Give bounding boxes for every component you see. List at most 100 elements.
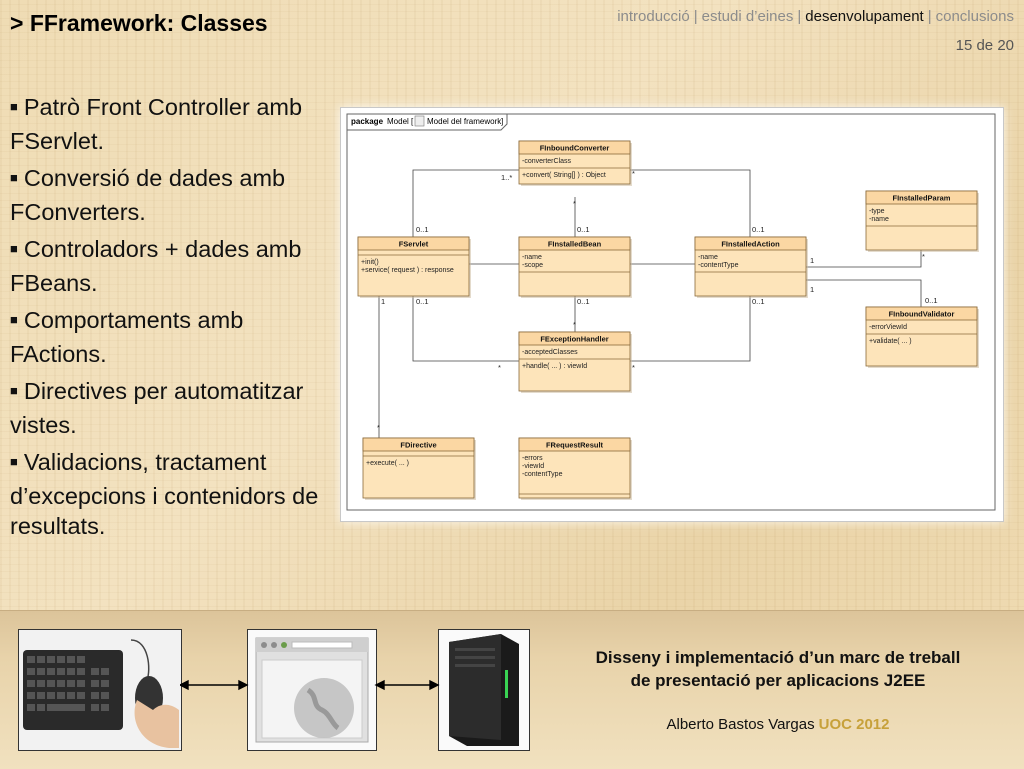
nav-item-introduccio[interactable]: introducció (617, 8, 690, 25)
diagram-icon (414, 115, 425, 127)
class-name: FServlet (399, 240, 429, 249)
author-name: Alberto Bastos Vargas (666, 716, 815, 733)
bullet-marker-icon: ■ (10, 170, 18, 185)
bullet-text: Controladors + dades amb FBeans. (10, 236, 302, 296)
browser-window-image (247, 629, 377, 751)
bullet-marker-icon: ■ (10, 241, 18, 256)
mult-label: * (632, 169, 635, 178)
class-attribute: -errors (522, 455, 543, 462)
uml-class-request-result: FRequestResult-errors-viewId-contentType (518, 437, 632, 500)
bullet-text: Conversió de dades amb FConverters. (10, 165, 286, 225)
mult-label: * (632, 363, 635, 372)
class-header (357, 236, 470, 251)
assoc-converter-action (630, 169, 751, 237)
class-header (362, 437, 475, 452)
mult-label: 1 (810, 285, 814, 294)
class-name: FInstalledAction (721, 240, 780, 249)
class-attribute: -viewId (522, 463, 544, 470)
mult-label: * (377, 423, 380, 432)
nav-separator: | (797, 8, 802, 25)
class-header (518, 236, 631, 251)
connection-arrows (180, 679, 440, 691)
bullet-marker-icon: ■ (10, 99, 18, 114)
package-bracket: [ (411, 117, 414, 126)
class-name: FExceptionHandler (540, 335, 608, 344)
bullet-list: ■Patrò Front Controller amb FServlet. ■C… (10, 92, 330, 548)
bullet-marker-icon: ■ (10, 312, 18, 327)
assoc-converter-servlet (412, 169, 519, 237)
arrow-left-icon (180, 679, 189, 691)
browser-icon (248, 630, 376, 750)
bullet-item: ■Validacions, tractament d’excepcions i … (10, 447, 330, 541)
bullet-text: Comportaments amb FActions. (10, 307, 244, 367)
bullet-marker-icon: ■ (10, 383, 18, 398)
bullet-text: Validacions, tractament d’excepcions i c… (10, 449, 319, 539)
assoc-action-exception (630, 296, 751, 362)
assoc-action-param (806, 249, 922, 268)
mult-label: 0..1 (577, 225, 590, 234)
assoc-action-validator (806, 279, 922, 307)
class-attribute: -contentType (522, 471, 563, 478)
diagram-name: Model del framework (427, 117, 502, 126)
mult-label: 0..1 (925, 296, 938, 305)
package-keyword: package (351, 117, 384, 126)
class-header (865, 190, 978, 205)
bullet-item: ■Conversió de dades amb FConverters. (10, 163, 330, 227)
uml-class-installed-action: FInstalledAction-name-contentType (694, 236, 808, 298)
class-attribute: -name (869, 216, 889, 223)
server-tower-image (438, 629, 530, 751)
arrow-right-icon (429, 679, 440, 691)
arrow-left-icon (374, 679, 385, 691)
slide-title: > FFramework: Classes (10, 10, 268, 36)
package-bracket: ] (501, 117, 503, 126)
mult-label: 1 (810, 256, 814, 265)
server-icon (439, 630, 529, 750)
class-operation: +convert( String[] ) : Object (522, 172, 606, 179)
uml-class-inbound-validator: FInboundValidator -errorViewId +validate( … (865, 306, 979, 368)
nav-item-desenvolupament[interactable]: desenvolupament (805, 8, 924, 25)
class-attribute: -acceptedClasses (522, 349, 578, 356)
footer-title-line: Disseny i implementació d’un marc de tre… (595, 648, 961, 667)
nav-separator: | (693, 8, 698, 25)
bullet-item: ■Patrò Front Controller amb FServlet. (10, 92, 330, 156)
bullet-text: Directives per automatitzar vistes. (10, 378, 304, 438)
class-operation: +validate( ... ) (869, 338, 912, 345)
nav-item-estudi-eines[interactable]: estudi d’eines (701, 8, 794, 25)
class-attribute: -converterClass (522, 158, 572, 165)
mult-label: 1..* (501, 173, 512, 182)
assoc-servlet-exception (412, 296, 519, 362)
class-name: FInstalledBean (548, 240, 602, 249)
class-header (865, 306, 978, 321)
uml-class-directive: FDirective+execute( ... ) (362, 437, 476, 500)
uml-class-installed-param: FInstalledParam-type-name (865, 190, 979, 252)
class-name: FInboundValidator (889, 310, 955, 319)
multiplicity-labels: 1..* * * 0..1 0..1 0..1 1 0..1 0..1 0..1… (377, 169, 938, 432)
mult-label: 0..1 (577, 297, 590, 306)
footer-title-line: de presentació per aplicacions J2EE (630, 671, 926, 690)
section-nav: introducció|estudi d’eines|desenvolupame… (617, 8, 1014, 25)
class-attribute: -type (869, 208, 885, 215)
nav-item-conclusions[interactable]: conclusions (935, 8, 1014, 25)
class-name: FRequestResult (546, 441, 604, 450)
class-attribute: -errorViewId (869, 324, 907, 331)
class-header (518, 140, 631, 155)
bullet-item: ■Directives per automatitzar vistes. (10, 376, 330, 440)
bullet-marker-icon: ■ (10, 454, 18, 469)
uml-canvas: package Model [ Model del framework ] 1.… (346, 113, 996, 511)
mult-label: 0..1 (752, 297, 765, 306)
mult-label: 0..1 (416, 225, 429, 234)
mult-label: * (922, 252, 925, 261)
class-layer: FInboundConverter-converterClass+convert… (357, 140, 979, 500)
class-header (694, 236, 807, 251)
bullet-item: ■Comportaments amb FActions. (10, 305, 330, 369)
bullet-text: Patrò Front Controller amb FServlet. (10, 94, 303, 154)
class-attribute: -scope (522, 262, 543, 269)
uml-class-installed-bean: FInstalledBean-name-scope (518, 236, 632, 298)
package-name: Model (387, 117, 409, 126)
package-tab (346, 113, 508, 131)
class-operation: +execute( ... ) (366, 460, 409, 467)
association-lines (378, 169, 922, 438)
class-operation: +service( request ) : response (361, 267, 454, 274)
keyboard-mouse-image (18, 629, 182, 751)
